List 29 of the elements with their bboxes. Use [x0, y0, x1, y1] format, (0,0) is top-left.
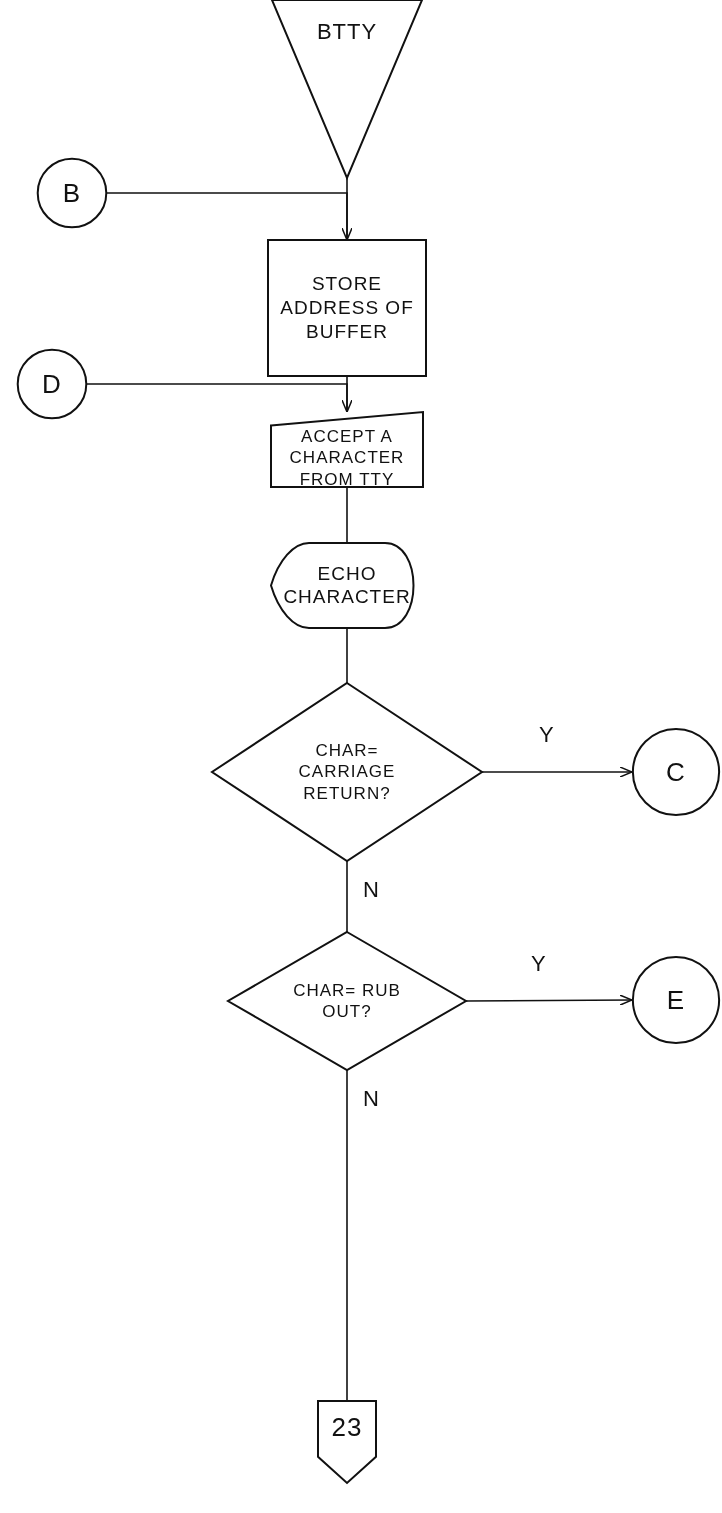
start-triangle — [272, 0, 422, 178]
connector-line — [86, 383, 353, 413]
decision-diamond — [228, 932, 466, 1070]
node-label: B — [61, 176, 83, 210]
process-box — [268, 240, 426, 376]
node-label: STORE ADDRESS OF BUFFER — [279, 272, 415, 344]
node-label: 23 — [330, 1411, 364, 1444]
node-label: C — [665, 755, 687, 789]
connector-circle — [37, 158, 107, 228]
connector-line — [106, 192, 353, 241]
decision-diamond — [212, 683, 482, 861]
connector-circle — [632, 956, 720, 1044]
connector-circle — [17, 349, 87, 419]
node-label: CHAR= CARRIAGE RETURN? — [297, 740, 397, 804]
connector-circle — [632, 728, 720, 816]
manual-input-box — [271, 412, 423, 487]
node-label: ECHO CHARACTER — [282, 561, 412, 610]
connector-line — [346, 627, 348, 684]
node-label: E — [665, 983, 687, 1017]
node-label: ACCEPT A CHARACTER FROM TTY — [288, 426, 406, 490]
node-label: BTTY — [315, 18, 379, 46]
connector-line — [346, 486, 348, 544]
node-label: D — [41, 367, 63, 401]
connector-line — [346, 1069, 348, 1402]
off-page-connector — [318, 1401, 376, 1483]
node-label: CHAR= RUB OUT? — [292, 979, 402, 1023]
connector-line — [465, 994, 633, 1006]
connector-line — [481, 766, 633, 778]
connector-line — [346, 860, 348, 933]
